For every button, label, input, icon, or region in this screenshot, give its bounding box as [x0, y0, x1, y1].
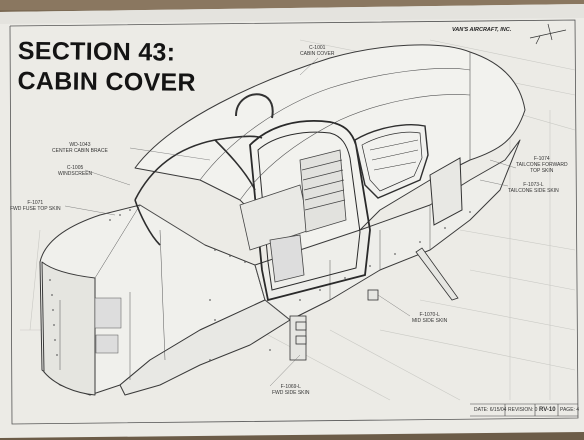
callout-part: C-1001: [309, 45, 326, 51]
callout-f1073l: F-1073-L TAILCONE SIDE SKIN: [508, 182, 559, 194]
callout-name: CENTER CABIN BRACE: [52, 148, 108, 154]
callout-part: F-1071: [27, 200, 44, 206]
page-title: SECTION 43: CABIN COVER: [17, 36, 196, 98]
callout-part: F-1074: [533, 156, 550, 162]
callout-name: CABIN COVER: [300, 51, 335, 57]
title-block-page: PAGE: 4: [560, 407, 580, 413]
callout-name: TAILCONE SIDE SKIN: [508, 188, 559, 194]
callout-part: F-1073-L: [523, 182, 544, 188]
callout-name: FWD SIDE SKIN: [272, 390, 310, 396]
title-line-2: CABIN COVER: [17, 66, 196, 97]
title-block-date: DATE: 6/15/04: [474, 407, 507, 413]
callout-part: F-1070-L: [419, 312, 440, 318]
brand-label: VAN'S AIRCRAFT, INC.: [452, 27, 512, 33]
title-block-revision: REVISION: 0: [508, 407, 538, 413]
callout-c1005: C-1005 WINDSCREEN: [58, 165, 92, 177]
callout-name: MID SIDE SKIN: [412, 318, 448, 324]
callout-f1071: F-1071 FWD FUSE TOP SKIN: [10, 200, 61, 212]
callout-part: WD-1043: [69, 142, 91, 148]
callout-name-2: TOP SKIN: [530, 168, 554, 174]
callout-f1074: F-1074 TAILCONE FORWARD TOP SKIN: [516, 156, 568, 174]
callout-part: C-1005: [66, 165, 84, 171]
callout-f1070l: F-1070-L MID SIDE SKIN: [412, 312, 447, 324]
callout-name: FWD FUSE TOP SKIN: [10, 206, 61, 212]
callout-wd1043: WD-1043 CENTER CABIN BRACE: [52, 142, 108, 154]
title-line-1: SECTION 43:: [17, 36, 176, 67]
callout-f1069l: F-1069-L FWD SIDE SKIN: [272, 384, 310, 396]
callout-part: F-1069-L: [280, 384, 301, 390]
title-block-model: RV-10: [539, 407, 556, 413]
callout-name: TAILCONE FORWARD: [516, 162, 568, 168]
callout-name: WINDSCREEN: [58, 171, 93, 177]
callout-c1001: C-1001 CABIN COVER: [300, 45, 334, 57]
